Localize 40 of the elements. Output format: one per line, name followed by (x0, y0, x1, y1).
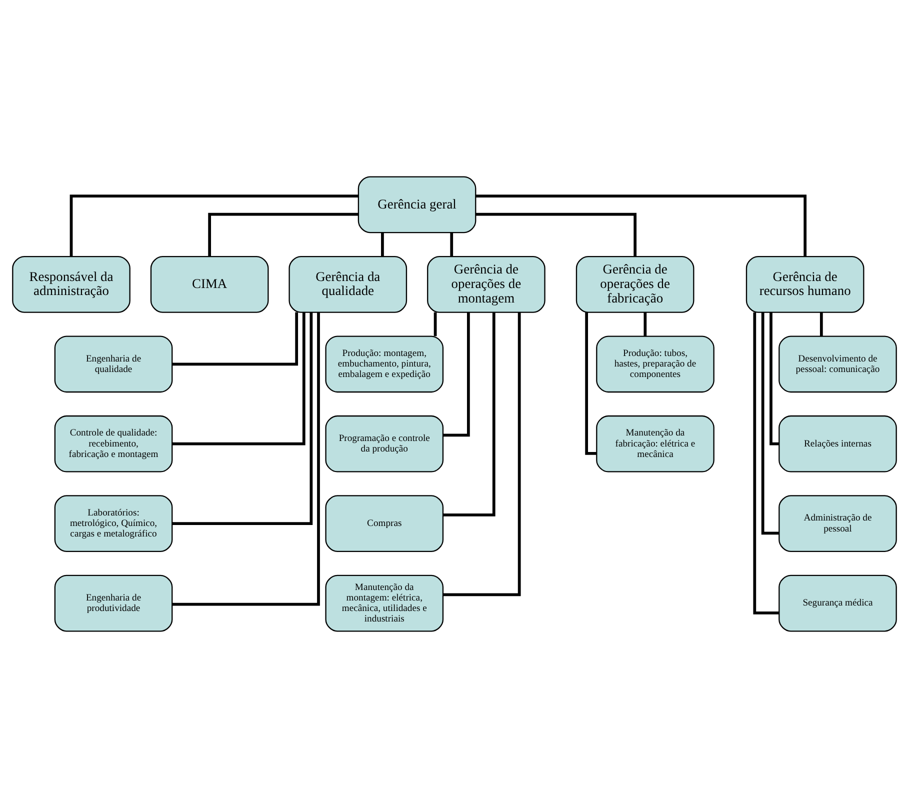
node-box: Laboratórios: metrológico, Químico, cargas e metalográfico (54, 494, 173, 552)
node-box: Programação e controle da produção (325, 414, 444, 472)
connector (434, 312, 437, 336)
node-box: Produção: montagem, embuchamento, pintura, embalagem e expedição (325, 335, 444, 392)
node-box: Desenvolvimento de pessoal: comunicação (778, 335, 897, 392)
connector (70, 194, 358, 256)
node-box: Gerência de recursos humano (746, 255, 864, 312)
node-box: CIMA (150, 255, 269, 312)
node-box: Engenharia de qualidade (54, 335, 173, 392)
connector (585, 312, 596, 454)
connector (770, 312, 779, 445)
connector (172, 312, 306, 445)
node-box: Gerência de operações de montagem (427, 255, 546, 312)
node-box: Gerência de operações de fabricação (576, 255, 694, 312)
node-box: Administração de pessoal (778, 494, 897, 552)
connector (443, 312, 470, 436)
node-box: Manutenção da fabricação: elétrica e mecânica (596, 414, 714, 472)
node-box: Responsável da administração (12, 255, 130, 312)
node-box: Relações internas (778, 414, 897, 472)
connector (753, 312, 780, 614)
connector (172, 312, 320, 606)
connector (476, 194, 807, 256)
connector (381, 232, 384, 256)
connector (172, 312, 313, 525)
connector (172, 312, 298, 366)
connector (476, 212, 637, 256)
node-box: Manutenção da montagem: elétrica, mecânica, utilidades e industriais (325, 574, 444, 632)
node-box: Compras (325, 494, 444, 552)
connector (443, 312, 521, 596)
node-box: Segurança médica (778, 574, 897, 632)
node-box: Engenharia de produtividade (54, 574, 173, 632)
connector (820, 312, 823, 336)
connector (208, 212, 358, 256)
connector (644, 312, 647, 336)
connector (442, 312, 496, 516)
node-box: Gerência da qualidade (288, 255, 408, 312)
node-box: Controle de qualidade: recebimento, fabricação e montagem (54, 414, 173, 472)
node-box: Gerência geral (358, 176, 476, 233)
connector (450, 232, 454, 256)
node-box: Produção: tubos, hastes, preparação de componentes (596, 335, 714, 392)
